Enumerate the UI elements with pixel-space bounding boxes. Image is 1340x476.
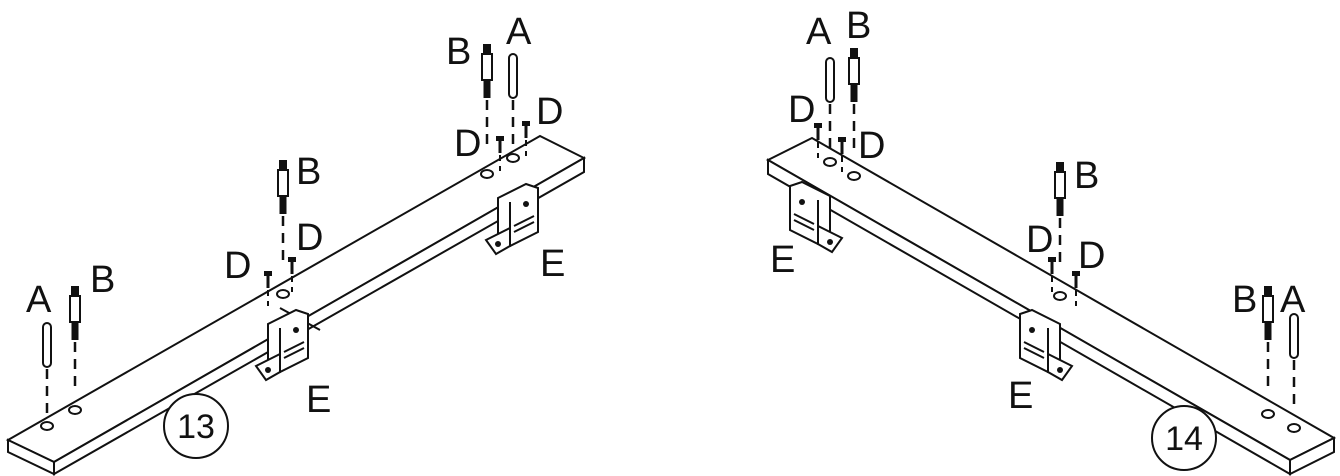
step-number-badge	[1151, 405, 1217, 471]
label-b: B	[1232, 279, 1257, 321]
label-a: A	[806, 11, 832, 53]
label-e: E	[1008, 375, 1033, 417]
dowel-icon	[41, 321, 53, 417]
right-holes	[823, 157, 1301, 433]
label-d: D	[788, 89, 815, 131]
dowel-icon	[824, 56, 836, 152]
right-assembly: A B D D E B D D E B A 14	[765, 5, 1337, 476]
step-number: 14	[1165, 420, 1203, 458]
label-a: A	[506, 11, 532, 53]
label-b: B	[446, 31, 471, 73]
label-d: D	[296, 217, 323, 259]
dowel-icon	[1288, 312, 1300, 408]
label-a: A	[1280, 279, 1306, 321]
label-d: D	[858, 125, 885, 167]
step-number: 13	[177, 408, 215, 446]
label-e: E	[770, 239, 795, 281]
label-a: A	[26, 279, 52, 321]
cam-bolt-icon	[1053, 160, 1067, 266]
label-b: B	[846, 5, 871, 47]
cam-bolt-icon	[480, 42, 494, 148]
label-d: D	[224, 245, 251, 287]
cam-bolt-icon	[1261, 284, 1275, 390]
cam-bolt-icon	[276, 158, 290, 264]
left-assembly: A B B D D E B A D D E 13	[5, 11, 587, 476]
label-b: B	[296, 151, 321, 193]
label-e: E	[540, 243, 565, 285]
label-d: D	[454, 123, 481, 165]
label-b: B	[1074, 155, 1099, 197]
cam-bolt-icon	[68, 284, 82, 390]
dowel-icon	[507, 52, 519, 148]
label-d: D	[536, 91, 563, 133]
left-holes	[40, 153, 520, 431]
label-b: B	[90, 259, 115, 301]
step-number-badge	[163, 393, 229, 459]
label-d: D	[1026, 219, 1053, 261]
label-d: D	[1078, 235, 1105, 277]
label-e: E	[306, 379, 331, 421]
